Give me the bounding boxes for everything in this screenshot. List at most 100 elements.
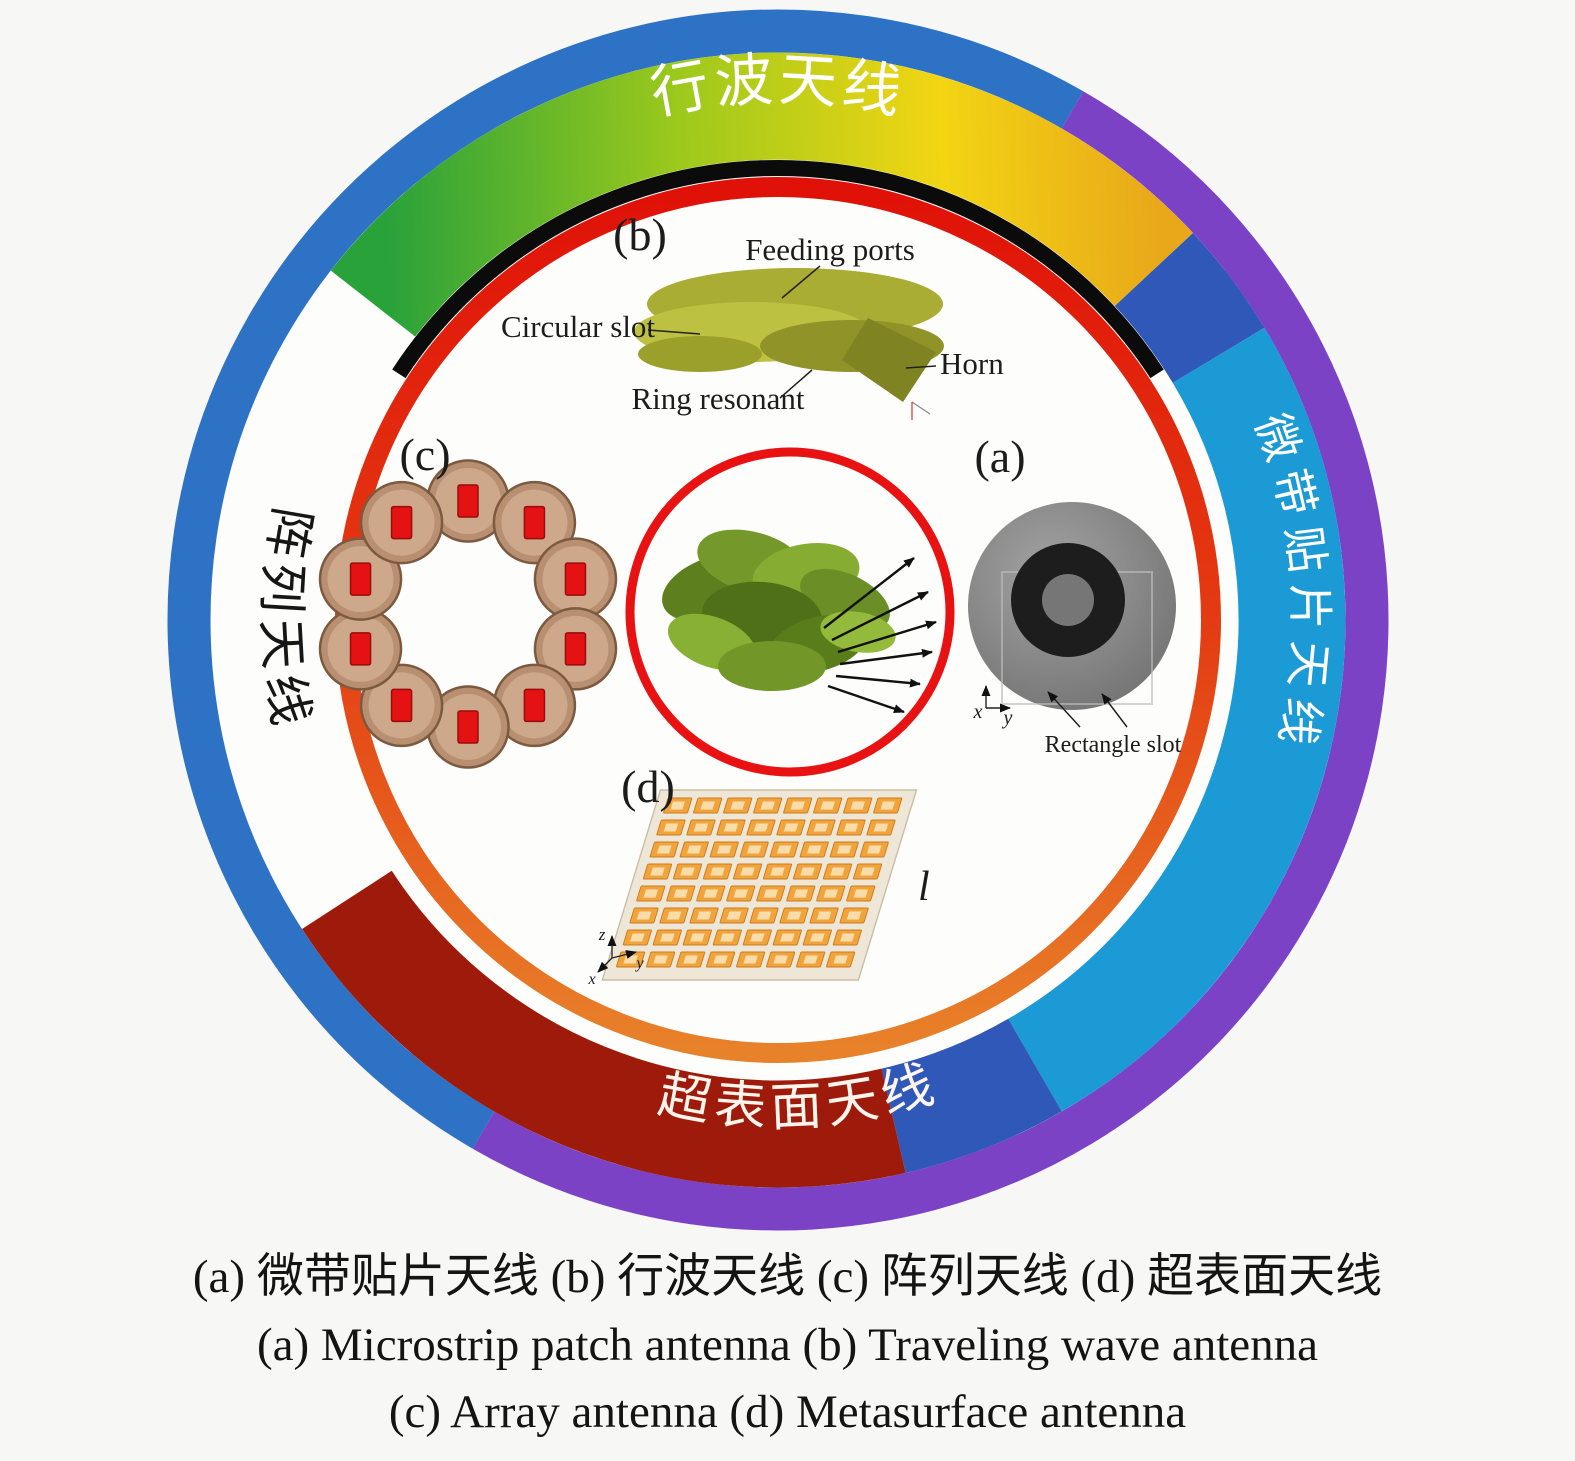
array-element-patch [564, 562, 587, 596]
beam-arrow [827, 684, 905, 714]
caption-line-en-2: (c) Array antenna (d) Metasurface antenn… [388, 1386, 1187, 1439]
axis-tick [911, 401, 931, 415]
outer-ring-blue-arc [167, 9, 1084, 1149]
metasurface-cell-inner [800, 867, 815, 876]
metasurface-cell-inner [687, 845, 702, 854]
beam-arrow [823, 557, 915, 629]
meta-axis-y-label: y [634, 955, 644, 972]
metasurface-arc [302, 870, 906, 1188]
axis-y-arrow [611, 950, 637, 959]
array-element [318, 537, 403, 621]
metasurface-cell-inner [710, 867, 725, 876]
beam-arrow [837, 620, 937, 654]
metasurface-cell-inner [816, 911, 832, 920]
metasurface-cell-inner [673, 889, 689, 898]
metasurface-cell-inner [743, 955, 758, 964]
traveling-wave-antenna-illustration [634, 265, 944, 420]
array-element [318, 607, 403, 691]
metasurface-cell-inner [756, 911, 772, 920]
array-element [359, 480, 444, 565]
metasurface-cell-inner [630, 933, 645, 942]
metasurface-cell-inner [636, 911, 652, 920]
metasurface-axes [597, 935, 637, 973]
caption-line-cn: (a) 微带贴片天线 (b) 行波天线 (c) 阵列天线 (d) 超表面天线 [192, 1251, 1383, 1303]
metasurface-cell-inner [837, 845, 852, 854]
length-l-label: l [918, 864, 930, 910]
panel-label-d: (d) [621, 761, 675, 812]
metasurface-cell-inner [720, 933, 735, 942]
metasurface-cell-inner [696, 911, 712, 920]
dark-blue-arc-lower [880, 1018, 1062, 1173]
array-element-patch [390, 688, 413, 723]
metasurface-cell-inner [790, 801, 805, 810]
metasurface-cell-inner [843, 823, 859, 832]
center-antenna [625, 447, 955, 777]
circular-slot-label: Circular slot [501, 309, 655, 344]
array-element [492, 480, 577, 565]
metasurface-cell-inner [833, 955, 848, 964]
panel-label-b: (b) [613, 209, 667, 260]
metasurface-cell-inner [760, 801, 775, 810]
leader-line [779, 369, 813, 399]
traveling-wave-arc [330, 52, 1193, 337]
figure-caption: (a) 微带贴片天线 (b) 行波天线 (c) 阵列天线 (d) 超表面天线 (… [0, 1244, 1575, 1447]
metasurface-cell-inner [830, 867, 845, 876]
metasurface-cell-inner [777, 845, 792, 854]
metasurface-cell-inner [670, 801, 685, 810]
metasurface-cell-inner [753, 823, 769, 832]
metasurface-cell-inner [853, 889, 869, 898]
metasurface-cell-inner [867, 845, 882, 854]
metasurface-cell-inner [657, 845, 672, 854]
array-element [533, 607, 618, 691]
horn-shape [842, 318, 936, 402]
metasurface-cell-inner [747, 845, 762, 854]
metasurface-cell-inner [730, 801, 745, 810]
array-element [426, 459, 510, 543]
metasurface-cell-inner [880, 801, 895, 810]
top-black-arc [392, 160, 1164, 379]
metasurface-cell-inner [773, 955, 788, 964]
metasurface-cell-inner [693, 823, 709, 832]
axis-x-arrow [597, 957, 613, 973]
ring-resonant-shape [638, 336, 762, 372]
array-element [492, 663, 577, 748]
metasurface-cell-inner [690, 933, 705, 942]
metasurface-cell-inner [717, 845, 732, 854]
metasurface-cell-inner [763, 889, 779, 898]
beam-arrow [839, 648, 933, 666]
leader-line [647, 329, 701, 335]
metasurface-antenna-illustration [601, 789, 918, 981]
meta-axis-z-label: z [598, 925, 606, 944]
metasurface-cell-inner [726, 911, 742, 920]
panel-label-c: (c) [399, 429, 450, 480]
annular-patch-hole [1042, 574, 1094, 626]
metasurface-cell-inner [793, 889, 809, 898]
metasurface-cell-inner [650, 867, 665, 876]
caption-line-en-1: (a) Microstrip patch antenna (b) Traveli… [256, 1318, 1319, 1371]
array-element-patch [457, 484, 479, 518]
metasurface-cell-inner [750, 933, 765, 942]
metasurface-cell-inner [733, 889, 749, 898]
metasurface-cell-inner [680, 867, 695, 876]
foliage-leaf [820, 611, 896, 653]
slot-pointer [1047, 691, 1081, 728]
foliage-leaf [718, 641, 826, 691]
array-element-patch [523, 688, 546, 723]
array-element-patch [457, 710, 479, 744]
metasurface-cell-inner [700, 801, 715, 810]
array-element-patch [349, 632, 372, 666]
metasurface-cell-inner [860, 867, 875, 876]
metasurface-cell-inner [803, 955, 818, 964]
beam-arrow [831, 590, 929, 642]
beam-arrow [835, 674, 921, 688]
array-element [533, 537, 618, 621]
metasurface-cell-inner [846, 911, 862, 920]
metasurface-cell-inner [723, 823, 739, 832]
metasurface-cell-inner [807, 845, 822, 854]
patch-axis-y-label: y [1002, 707, 1013, 729]
array-element-patch [564, 632, 587, 666]
metasurface-cell-inner [780, 933, 795, 942]
metasurface-cell-inner [683, 955, 698, 964]
array-element [359, 663, 444, 748]
leader-line [905, 365, 937, 369]
